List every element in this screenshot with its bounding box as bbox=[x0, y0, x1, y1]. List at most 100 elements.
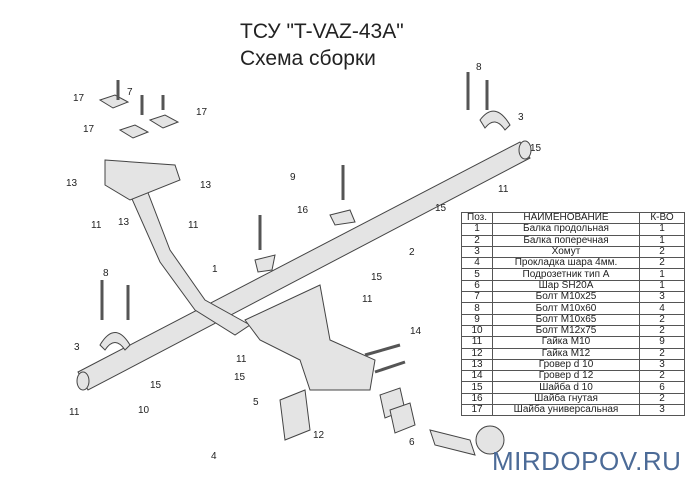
callout-label: 8 bbox=[476, 62, 482, 73]
callout-label: 11 bbox=[69, 407, 80, 418]
pos-cell: 12 bbox=[461, 347, 493, 360]
name-cell: Болт М10х65 bbox=[492, 313, 640, 326]
qty-cell: 9 bbox=[639, 336, 685, 349]
qty-cell: 1 bbox=[639, 234, 685, 247]
callout-label: 17 bbox=[73, 93, 85, 104]
diagram-title: ТСУ "T-VAZ-43A" bbox=[240, 20, 404, 43]
pos-cell: 15 bbox=[461, 381, 493, 394]
callout-label: 11 bbox=[91, 220, 102, 231]
watermark: MIRDOPOV.RU bbox=[492, 446, 682, 476]
callout-label: 13 bbox=[66, 178, 78, 189]
pos-cell: 17 bbox=[461, 404, 493, 417]
callout-label: 13 bbox=[200, 180, 212, 191]
qty-cell: 3 bbox=[639, 358, 685, 372]
callout-label: 5 bbox=[253, 397, 259, 408]
qty-cell: 1 bbox=[639, 223, 685, 236]
callout-label: 2 bbox=[409, 247, 415, 258]
name-cell: Хомут bbox=[492, 245, 640, 259]
tow-ball bbox=[429, 429, 476, 456]
callout-label: 13 bbox=[118, 217, 130, 228]
plate-17 bbox=[98, 94, 130, 109]
name-cell: Шайба гнутая bbox=[492, 392, 640, 406]
callout-label: 9 bbox=[290, 172, 296, 183]
callout-label: 10 bbox=[138, 405, 150, 416]
col-name: НАИМЕНОВАНИЕ bbox=[492, 211, 640, 225]
qty-cell: 2 bbox=[639, 370, 685, 383]
callout-label: 15 bbox=[150, 380, 162, 391]
qty-cell: 2 bbox=[639, 392, 685, 406]
pos-cell: 1 bbox=[461, 223, 493, 236]
pos-cell: 3 bbox=[461, 245, 493, 259]
pos-cell: 7 bbox=[461, 291, 493, 304]
name-cell: Балка продольная bbox=[492, 223, 640, 236]
callout-label: 1 bbox=[212, 264, 218, 275]
callout-label: 15 bbox=[234, 372, 246, 383]
callout-label: 14 bbox=[410, 326, 422, 337]
callout-label: 15 bbox=[371, 272, 383, 283]
qty-cell: 2 bbox=[639, 324, 685, 338]
name-cell: Болт М10х25 bbox=[492, 291, 640, 304]
callout-label: 17 bbox=[196, 107, 208, 118]
name-cell: Шайба d 10 bbox=[492, 381, 640, 394]
name-cell: Прокладка шара 4мм. bbox=[492, 257, 640, 270]
pos-cell: 9 bbox=[461, 313, 493, 326]
name-cell: Гайка М10 bbox=[492, 336, 640, 349]
col-qty: К-ВО bbox=[639, 211, 685, 225]
pos-cell: 2 bbox=[461, 234, 493, 247]
name-cell: Балка поперечная bbox=[492, 234, 640, 247]
col-pos: Поз. bbox=[461, 211, 493, 225]
callout-label: 11 bbox=[498, 184, 509, 195]
beam-end bbox=[76, 371, 90, 391]
qty-cell: 2 bbox=[639, 257, 685, 270]
callout-label: 11 bbox=[188, 220, 199, 231]
callout-label: 15 bbox=[435, 203, 447, 214]
pos-cell: 13 bbox=[461, 358, 493, 372]
pos-cell: 14 bbox=[461, 370, 493, 383]
callout-label: 15 bbox=[530, 143, 542, 154]
name-cell: Шайба универсальная bbox=[492, 404, 640, 417]
top-bracket bbox=[104, 159, 181, 201]
pos-cell: 10 bbox=[461, 324, 493, 338]
pos-cell: 4 bbox=[461, 257, 493, 270]
name-cell: Подрозетник тип А bbox=[492, 268, 640, 281]
callout-label: 8 bbox=[103, 268, 109, 279]
qty-cell: 2 bbox=[639, 347, 685, 360]
qty-cell: 2 bbox=[639, 245, 685, 259]
pos-cell: 16 bbox=[461, 392, 493, 406]
pos-cell: 5 bbox=[461, 268, 493, 281]
callout-label: 3 bbox=[74, 342, 80, 353]
pos-cell: 8 bbox=[461, 302, 493, 315]
qty-cell: 1 bbox=[639, 279, 685, 293]
mount-plate bbox=[244, 284, 376, 391]
callout-label: 7 bbox=[127, 87, 133, 98]
pos-cell: 6 bbox=[461, 279, 493, 293]
name-cell: Гайка М12 bbox=[492, 347, 640, 360]
qty-cell: 4 bbox=[639, 302, 685, 315]
callout-label: 3 bbox=[518, 112, 524, 123]
name-cell: Гровер d 12 bbox=[492, 370, 640, 383]
name-cell: Болт М10х60 bbox=[492, 302, 640, 315]
callout-label: 11 bbox=[362, 294, 373, 305]
name-cell: Гровер d 10 bbox=[492, 358, 640, 372]
callout-label: 6 bbox=[409, 437, 415, 448]
pos-cell: 11 bbox=[461, 336, 493, 349]
qty-cell: 6 bbox=[639, 381, 685, 394]
callout-label: 17 bbox=[83, 124, 95, 135]
qty-cell: 2 bbox=[639, 313, 685, 326]
callout-label: 16 bbox=[297, 205, 309, 216]
qty-cell: 3 bbox=[639, 291, 685, 304]
